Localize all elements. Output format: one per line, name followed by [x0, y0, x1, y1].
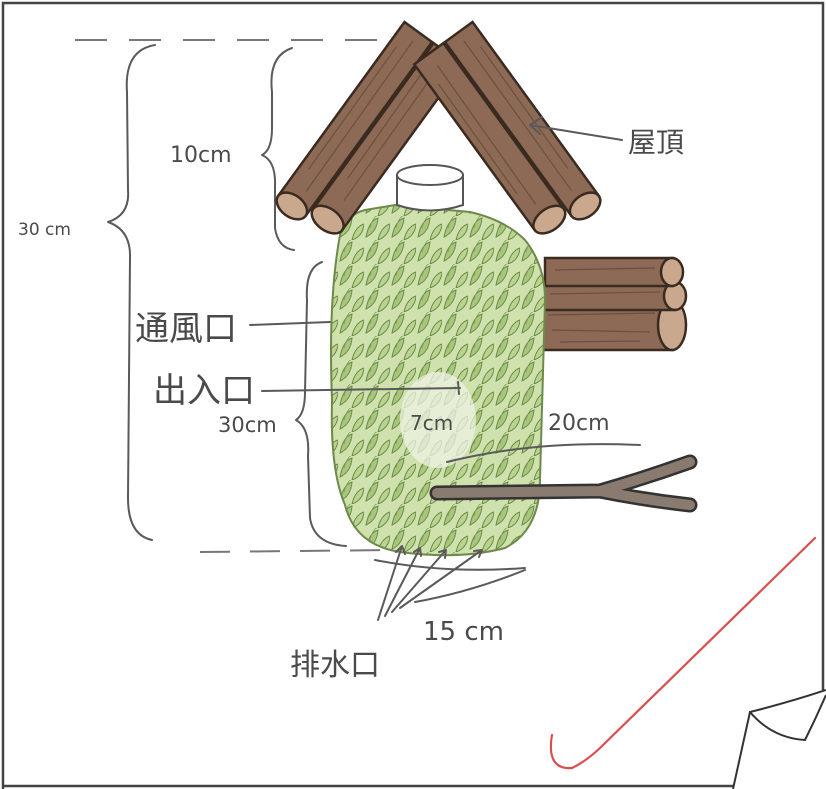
- roof-left-logs: [275, 20, 465, 235]
- drain-arrows: [377, 545, 483, 621]
- total-height-brace: [107, 44, 156, 541]
- drain-label: 排水口: [290, 648, 380, 683]
- perch-branch: [429, 454, 698, 513]
- vent-cylinder: [396, 164, 464, 212]
- perch-length-label: 20cm: [548, 411, 610, 436]
- roof-arrow: [529, 116, 623, 141]
- bottom-curve: [374, 559, 526, 571]
- body-height-label: 30cm: [218, 413, 277, 437]
- red-pen-stroke: [549, 536, 817, 770]
- entrance-hole: [400, 372, 476, 468]
- vent-label: 通風口: [135, 309, 237, 349]
- bottom-width-curve: [414, 569, 526, 603]
- roof-right-logs: [412, 20, 602, 235]
- bottom-dashed-line: [199, 549, 396, 553]
- page-curl: [732, 689, 826, 789]
- roof-label: 屋頂: [628, 126, 684, 159]
- vent-leader-line: [249, 321, 331, 326]
- perch-length-curve: [446, 443, 641, 463]
- roof-height-brace: [261, 47, 295, 251]
- roof-height-label: 10cm: [170, 143, 232, 168]
- bottom-width-label: 15 cm: [423, 617, 504, 647]
- entrance-leader-line: [261, 381, 461, 395]
- side-log-stack: [536, 256, 688, 352]
- entrance-label: 出入口: [153, 371, 255, 411]
- entrance-size-label: 7cm: [410, 411, 453, 435]
- total-height-label: 30 cm: [18, 220, 71, 240]
- body-height-brace: [295, 261, 347, 547]
